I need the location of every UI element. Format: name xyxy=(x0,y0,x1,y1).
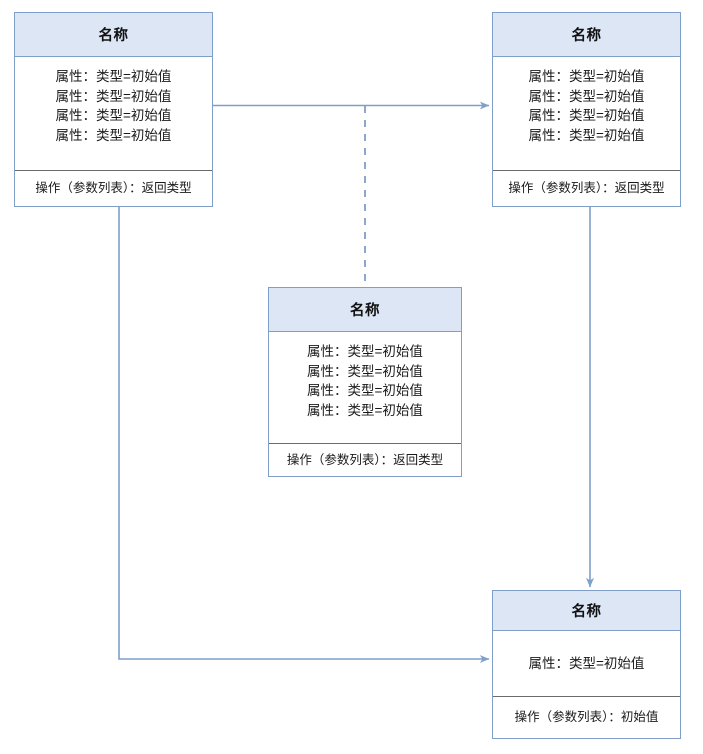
uml-class-bottom-right[interactable]: 名称 属性：类型=初始值 操作（参数列表）：初始值 xyxy=(492,590,681,739)
attribute-row: 属性：类型=初始值 xyxy=(528,655,645,671)
attributes-compartment: 属性：类型=初始值 属性：类型=初始值 属性：类型=初始值 属性：类型=初始值 xyxy=(269,332,461,444)
class-name-header: 名称 xyxy=(493,591,680,631)
attribute-row: 属性：类型=初始值 xyxy=(55,108,172,123)
class-name-header: 名称 xyxy=(493,13,680,57)
uml-class-middle[interactable]: 名称 属性：类型=初始值 属性：类型=初始值 属性：类型=初始值 属性：类型=初… xyxy=(268,287,462,477)
attribute-row: 属性：类型=初始值 xyxy=(307,402,423,418)
class-name-header: 名称 xyxy=(15,13,212,57)
class-name-label: 名称 xyxy=(350,303,380,319)
attribute-row: 属性：类型=初始值 xyxy=(307,363,423,379)
attributes-compartment: 属性：类型=初始值 属性：类型=初始值 属性：类型=初始值 属性：类型=初始值 xyxy=(493,57,680,171)
operations-compartment: 操作（参数列表）：返回类型 xyxy=(269,444,461,475)
operation-row: 操作（参数列表）：返回类型 xyxy=(286,452,444,467)
class-name-label: 名称 xyxy=(98,28,129,44)
operation-row: 操作（参数列表）：返回类型 xyxy=(508,181,665,195)
class-name-label: 名称 xyxy=(571,28,602,44)
attribute-row: 属性：类型=初始值 xyxy=(55,88,172,104)
operations-compartment: 操作（参数列表）：返回类型 xyxy=(15,171,212,205)
attribute-row: 属性：类型=初始值 xyxy=(307,344,423,359)
uml-class-top-right[interactable]: 名称 属性：类型=初始值 属性：类型=初始值 属性：类型=初始值 属性：类型=初… xyxy=(492,12,681,207)
attributes-compartment: 属性：类型=初始值 xyxy=(493,631,680,697)
attribute-row: 属性：类型=初始值 xyxy=(528,88,645,104)
attribute-row: 属性：类型=初始值 xyxy=(55,69,172,84)
operation-row: 操作（参数列表）：初始值 xyxy=(514,710,659,724)
operations-compartment: 操作（参数列表）：返回类型 xyxy=(493,171,680,205)
operation-row: 操作（参数列表）：返回类型 xyxy=(35,181,192,195)
attribute-row: 属性：类型=初始值 xyxy=(528,108,645,123)
attribute-row: 属性：类型=初始值 xyxy=(528,127,645,143)
uml-class-top-left[interactable]: 名称 属性：类型=初始值 属性：类型=初始值 属性：类型=初始值 属性：类型=初… xyxy=(14,12,213,207)
attribute-row: 属性：类型=初始值 xyxy=(307,383,423,398)
attributes-compartment: 属性：类型=初始值 属性：类型=初始值 属性：类型=初始值 属性：类型=初始值 xyxy=(15,57,212,171)
operations-compartment: 操作（参数列表）：初始值 xyxy=(493,697,680,737)
class-name-label: 名称 xyxy=(571,604,602,620)
attribute-row: 属性：类型=初始值 xyxy=(528,69,645,84)
attribute-row: 属性：类型=初始值 xyxy=(55,127,172,143)
class-name-header: 名称 xyxy=(269,288,461,332)
